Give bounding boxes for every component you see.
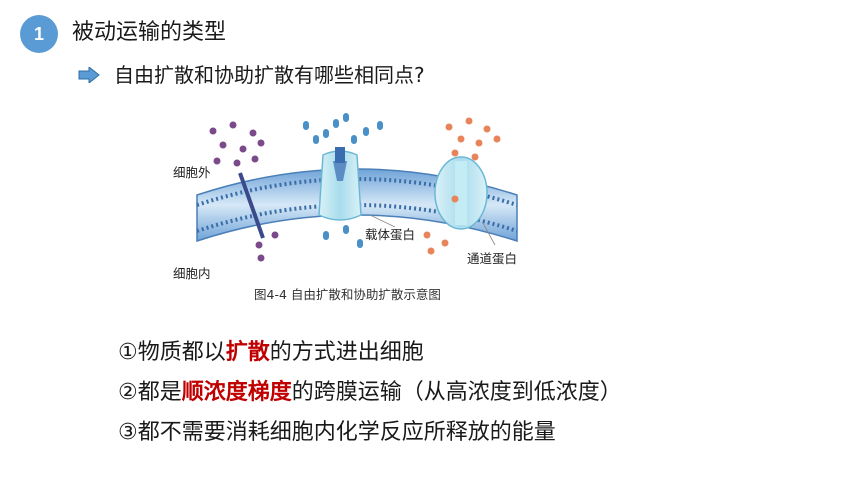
question-row: 自由扩散和协助扩散有哪些相同点? xyxy=(78,61,425,89)
diffusion-arrow xyxy=(238,172,265,239)
membrane-figure: 细胞外 细胞内 载体蛋白 通道蛋白 xyxy=(165,103,545,303)
carrier-protein xyxy=(318,147,362,221)
figure-caption: 图4-4 自由扩散和协助扩散示意图 xyxy=(254,287,441,302)
right-arrow-icon xyxy=(78,67,100,83)
question-text: 自由扩散和协助扩散有哪些相同点? xyxy=(114,63,425,87)
orange-molecules xyxy=(423,117,501,255)
channel-protein xyxy=(434,156,488,230)
purple-molecules xyxy=(209,121,279,262)
point-3: ③都不需要消耗细胞内化学反应所释放的能量 xyxy=(118,420,556,445)
section-number-badge: 1 xyxy=(20,15,58,53)
page-title: 被动运输的类型 xyxy=(72,20,227,45)
membrane-diagram xyxy=(196,113,518,262)
label-outside: 细胞外 xyxy=(173,165,211,180)
label-carrier-protein: 载体蛋白 xyxy=(365,227,416,242)
label-channel-protein: 通道蛋白 xyxy=(467,251,518,266)
blue-molecules xyxy=(303,113,383,248)
label-inside: 细胞内 xyxy=(173,266,211,281)
point-2: ②都是顺浓度梯度的跨膜运输（从高浓度到低浓度） xyxy=(118,380,622,405)
point-1: ①物质都以扩散的方式进出细胞 xyxy=(118,340,424,365)
